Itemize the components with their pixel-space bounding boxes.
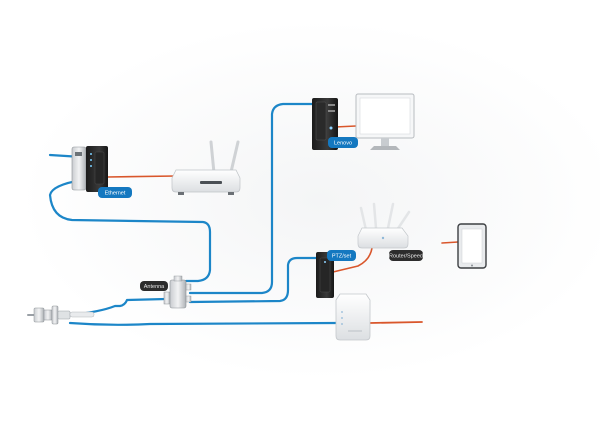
tablet-icon: [457, 223, 487, 269]
background-glow: [20, 20, 600, 380]
monitor-icon: [355, 93, 415, 150]
power-cable-tablet: [441, 241, 459, 244]
cable-modem-icon: [71, 146, 108, 192]
settop-label: PTZ/set: [332, 254, 352, 260]
mesh-router-icon: [357, 202, 411, 249]
modem-label-tag: Ethernet: [98, 187, 132, 198]
splitter-label-tag: Antenna: [140, 281, 168, 291]
power-cable-settop-mesh: [332, 247, 373, 273]
wifi-router-icon: [171, 140, 241, 195]
network-cable-splitter-to-settop: [188, 256, 318, 304]
mesh-router-label: Router/Speed: [389, 254, 423, 260]
power-cable-computer-monitor: [334, 125, 357, 128]
set-top-box-icon: [316, 252, 334, 298]
network-cable-splitter-to-computer: [188, 102, 314, 295]
power-cable-modem-router: [106, 175, 177, 178]
network-terminal-icon: [335, 293, 371, 341]
network-cable-terminal-feed: [68, 321, 338, 326]
desktop-tower-icon: [312, 98, 338, 150]
splitter-label: Antenna: [144, 284, 165, 290]
mesh-router-label-tag: Router/Speed: [389, 250, 423, 261]
coax-connector-icon: [33, 305, 95, 325]
settop-label-tag: PTZ/set: [327, 250, 356, 261]
computer-label-tag: Lenovo: [328, 137, 358, 148]
computer-label: Lenovo: [334, 141, 352, 147]
network-cable-modem-to-splitter: [48, 178, 212, 283]
modem-label: Ethernet: [105, 191, 126, 197]
power-cable-terminal-out: [369, 321, 423, 324]
cable-layer: [27, 102, 459, 326]
signal-splitter-icon: [163, 275, 192, 309]
